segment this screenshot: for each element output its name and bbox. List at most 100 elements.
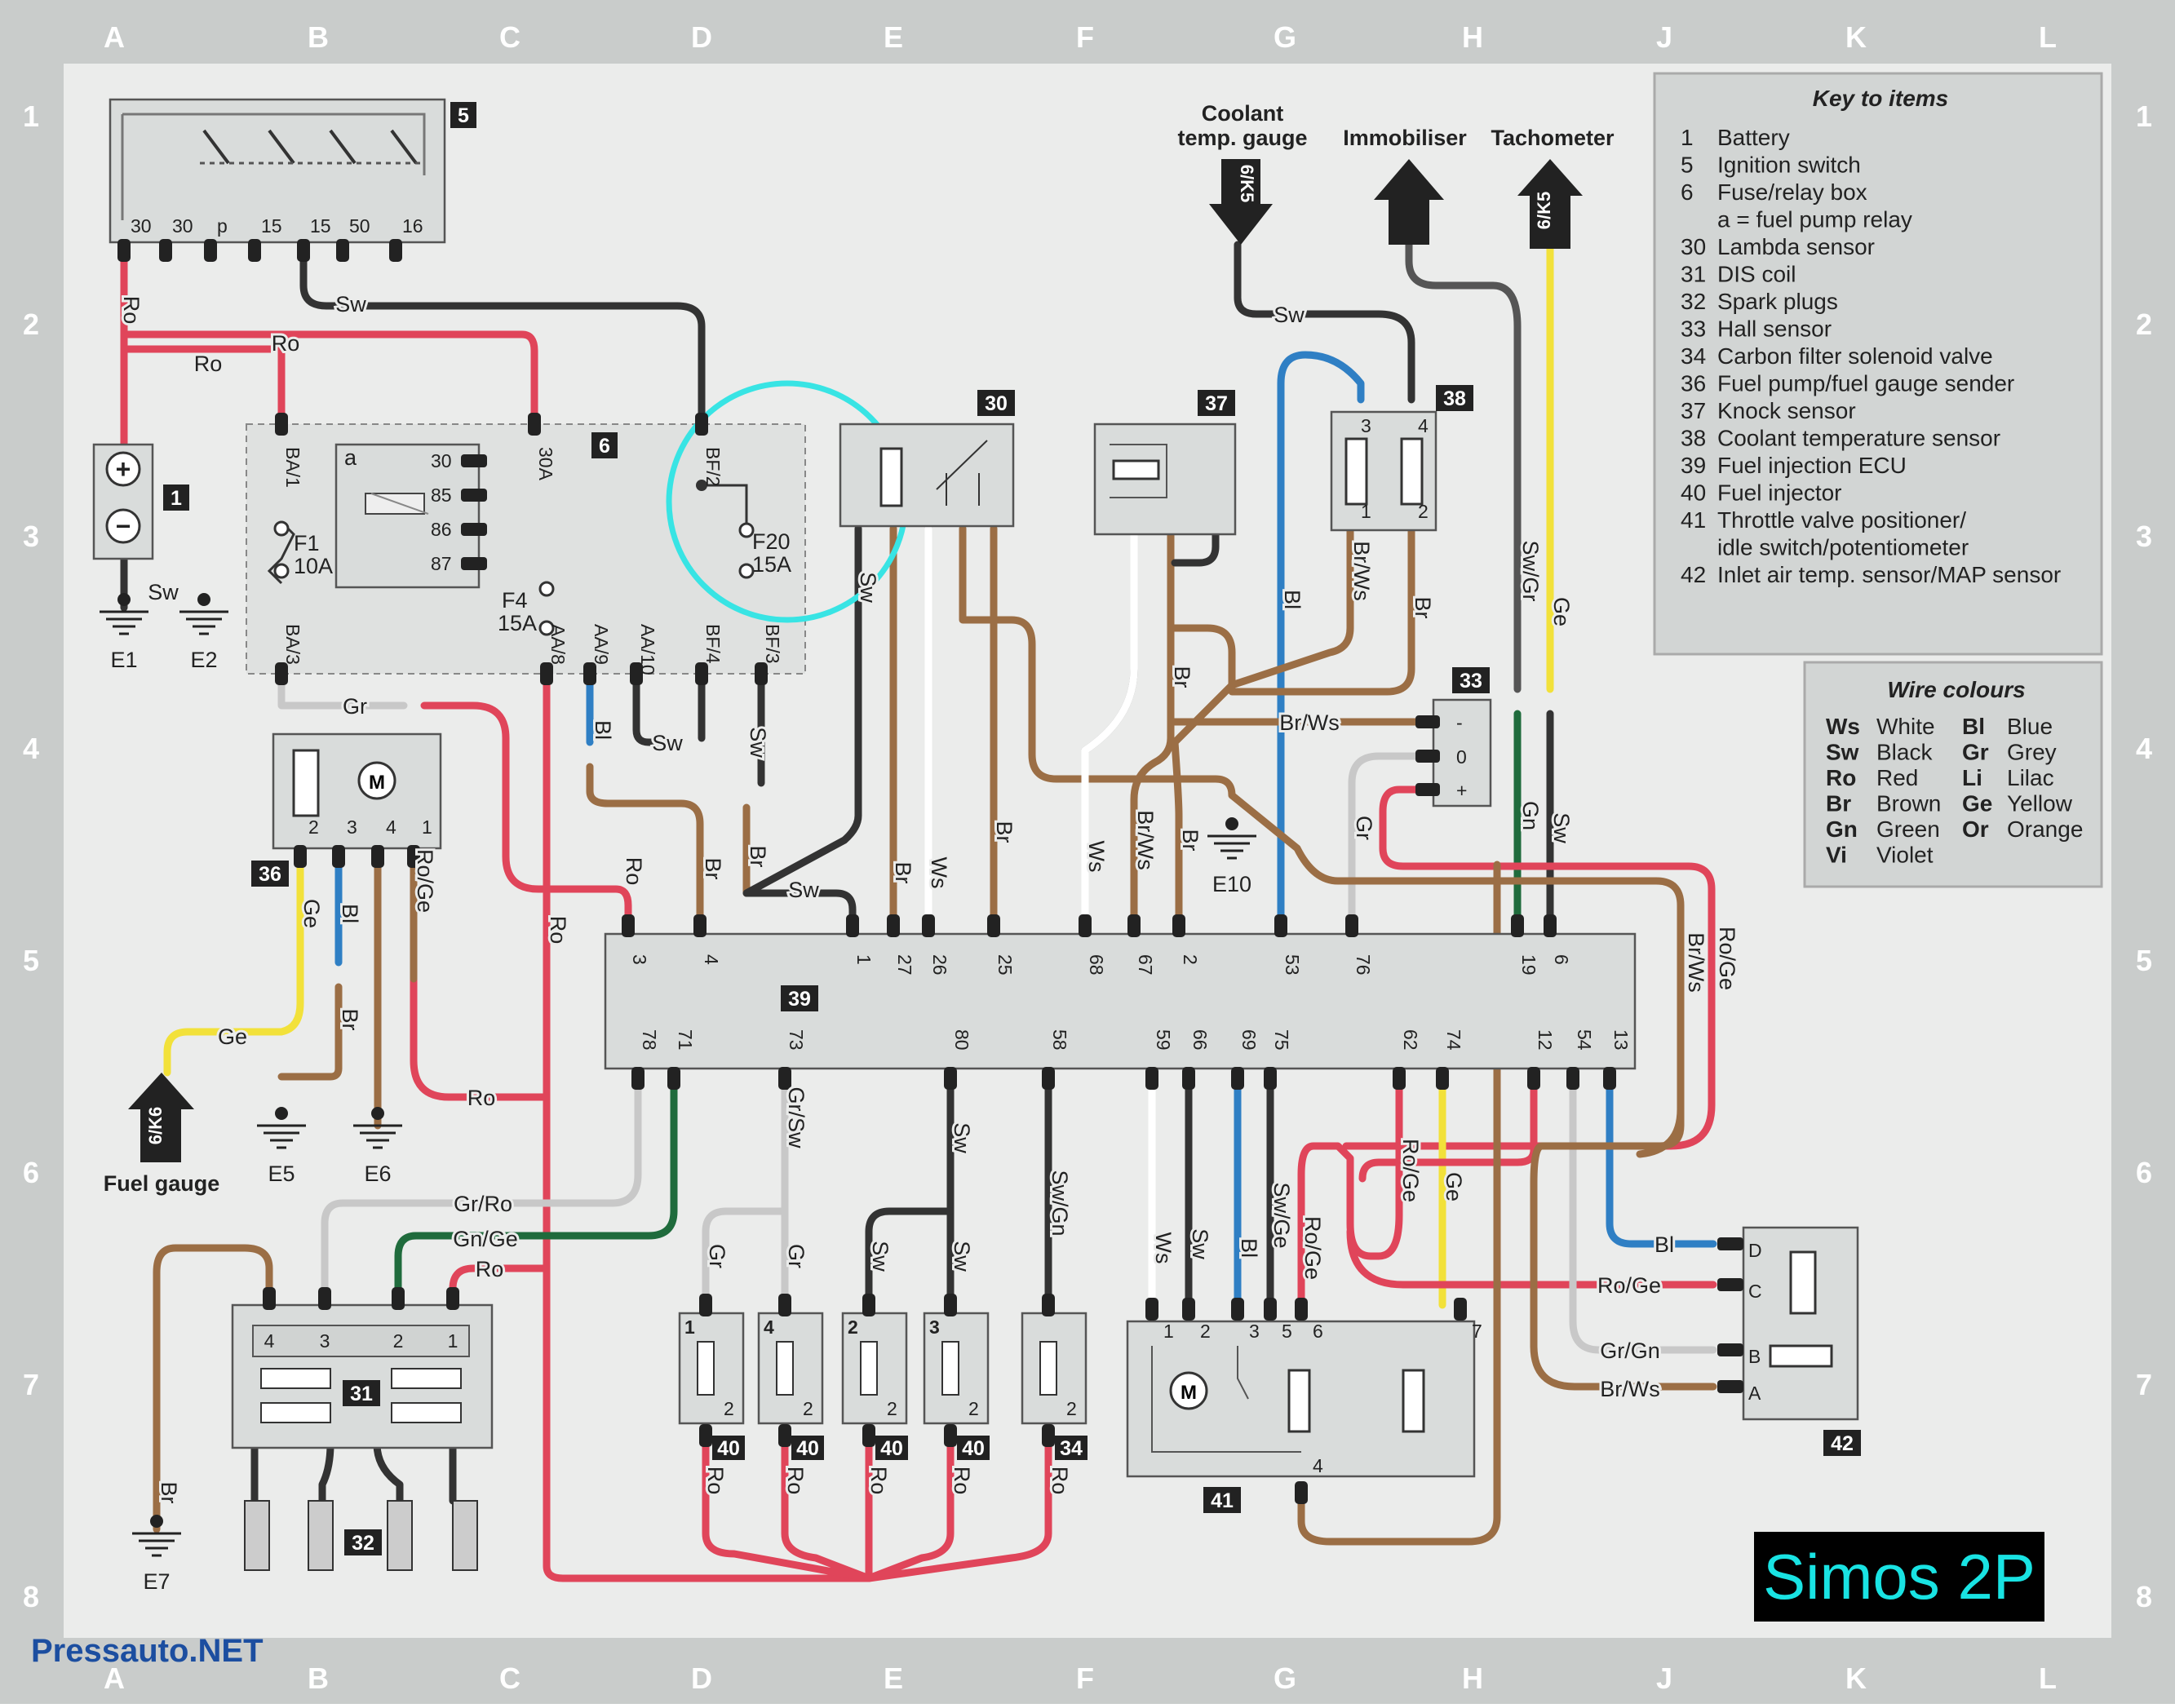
key-item-text: Battery — [1717, 125, 1790, 150]
fusebox-terminal-bottom-label: BA/3 — [282, 624, 303, 665]
hall-pin-connector — [1415, 750, 1440, 763]
wire-colour-name: Blue — [2007, 714, 2053, 739]
wire-label: Ws — [927, 857, 951, 889]
frame-row-left: 1 — [23, 100, 39, 133]
wire-br-aa9 — [586, 763, 704, 930]
ecu-top-pin-connector — [846, 914, 859, 937]
wire-gr-hall — [1348, 752, 1420, 930]
relay-pin-label: 86 — [431, 519, 452, 540]
key-item-text: Inlet air temp. sensor/MAP sensor — [1717, 562, 2061, 587]
item-31-label: 31 — [350, 1383, 373, 1405]
key-item-text: a = fuel pump relay — [1717, 207, 1912, 232]
ecu-bottom-pin-label: 12 — [1535, 1029, 1556, 1051]
wire-bl-13 — [1606, 1081, 1717, 1248]
relay-a-label: a — [344, 445, 357, 470]
wire-colour-code: Li — [1962, 765, 1982, 790]
item-38-label: 38 — [1443, 387, 1466, 410]
svg-text:−: − — [116, 511, 131, 541]
wire-ge-pump — [163, 852, 304, 1077]
wire-colour-code: Gn — [1826, 816, 1858, 842]
pump-pin-label: 1 — [422, 816, 432, 838]
svg-text:+: + — [116, 454, 131, 484]
fusebox-terminal-top-label: 30A — [535, 447, 556, 481]
fusebox-terminal-bottom — [540, 662, 553, 685]
frame-row-left: 7 — [23, 1368, 39, 1401]
ignition-pin-connector — [248, 239, 261, 262]
frame-col-bottom: C — [499, 1662, 520, 1695]
frame-col-top: D — [691, 20, 712, 54]
pump-pin-connector — [294, 845, 307, 868]
wire-colour-name: Brown — [1876, 791, 1941, 816]
ignition-pin-connector — [159, 239, 172, 262]
wire-label: Sw — [746, 727, 770, 758]
frame-row-right: 2 — [2136, 308, 2152, 341]
wire-ro-pump — [410, 828, 551, 1101]
ecu-top-pin-connector — [1511, 914, 1524, 937]
frame-row-right: 3 — [2136, 520, 2152, 553]
wire-label: Gn — [1518, 801, 1543, 830]
coil-pin-label: 4 — [264, 1330, 275, 1352]
throttle-pin-label: 4 — [1313, 1455, 1323, 1476]
wire-label: Br — [157, 1482, 181, 1504]
lambda-sensor-30: 30 — [839, 390, 1015, 528]
wire-bl-53 — [1277, 351, 1365, 930]
wire-sw-ignition — [299, 255, 706, 428]
ecu-top-pin-connector — [693, 914, 707, 937]
ecu-top-pin-label: 6 — [1551, 954, 1572, 965]
frame-row-left: 5 — [23, 944, 39, 977]
ignition-pin-label: 30 — [172, 215, 193, 237]
frame-row-left: 2 — [23, 308, 39, 341]
wire-label: Ro/Ge — [1597, 1273, 1661, 1298]
wire-coil-plugs — [250, 1440, 457, 1505]
carbon-pin-connector — [1042, 1424, 1055, 1447]
throttle-pin-label: 3 — [1249, 1321, 1260, 1342]
throttle-motor-symbol: M — [1181, 1382, 1197, 1404]
fuse-f4-rating: 15A — [498, 611, 537, 635]
immobiliser-label: Immobiliser — [1343, 126, 1467, 150]
wire-br-lambda-loop — [959, 524, 1236, 799]
relay-pin-label: 30 — [431, 450, 452, 471]
ecu-bottom-pin-connector — [631, 1067, 645, 1090]
wire-label: Ge — [299, 899, 324, 928]
frame-row-right: 6 — [2136, 1156, 2152, 1189]
wire-sw-coolant — [1234, 241, 1415, 404]
coil-pin-label: 1 — [448, 1330, 458, 1352]
ecu-bottom-pin-label: 80 — [951, 1029, 972, 1051]
wire-label: Sw — [950, 1122, 974, 1153]
fuse-f1-name: F1 — [294, 531, 320, 555]
hall-pin-connector — [1415, 715, 1440, 728]
wire-label: Br/Ws — [1684, 932, 1708, 993]
ignition-pin-label: p — [217, 215, 228, 237]
wire-label: Br — [701, 858, 725, 880]
wire-colour-code: Vi — [1826, 843, 1847, 868]
wire-label: Sw/Ge — [1269, 1182, 1294, 1248]
wire-colour-code: Gr — [1962, 740, 1989, 765]
frame-col-bottom: K — [1845, 1662, 1867, 1695]
wire-label: Ro — [703, 1467, 728, 1495]
wire-label: Gr — [705, 1244, 729, 1268]
ecu-top-pin-label: 67 — [1135, 954, 1156, 976]
wire-label: Br/Ws — [1279, 710, 1340, 735]
wire-label: Gr — [784, 1244, 808, 1268]
ecu-top-pin-connector — [1079, 914, 1092, 937]
ground-e10: E10 — [1207, 817, 1256, 896]
frame-col-top: A — [104, 20, 125, 54]
throttle-pin-connector — [1295, 1298, 1308, 1321]
frame-row-left: 4 — [23, 732, 39, 765]
wire-colour-code: Ro — [1826, 765, 1856, 790]
injector-pin-connector — [862, 1294, 875, 1316]
knock-sensor-37: 37 — [1093, 390, 1237, 536]
title-box: Simos 2P — [1754, 1532, 2044, 1622]
throttle-pin-label: 6 — [1313, 1321, 1323, 1342]
throttle-pin-connector — [1182, 1298, 1195, 1321]
carbon-pin-connector — [1042, 1294, 1055, 1316]
injector-pin-connector — [778, 1294, 791, 1316]
wire-colour-name: Orange — [2007, 816, 2083, 842]
ecu-bottom-pin-label: 73 — [786, 1029, 807, 1051]
ground-e6: E6 — [353, 1107, 402, 1186]
item-42-label: 42 — [1831, 1432, 1854, 1455]
item-33-label: 33 — [1460, 670, 1482, 692]
ecu-top-pin-label: 53 — [1282, 954, 1303, 976]
injector-pin-connector — [778, 1424, 791, 1447]
